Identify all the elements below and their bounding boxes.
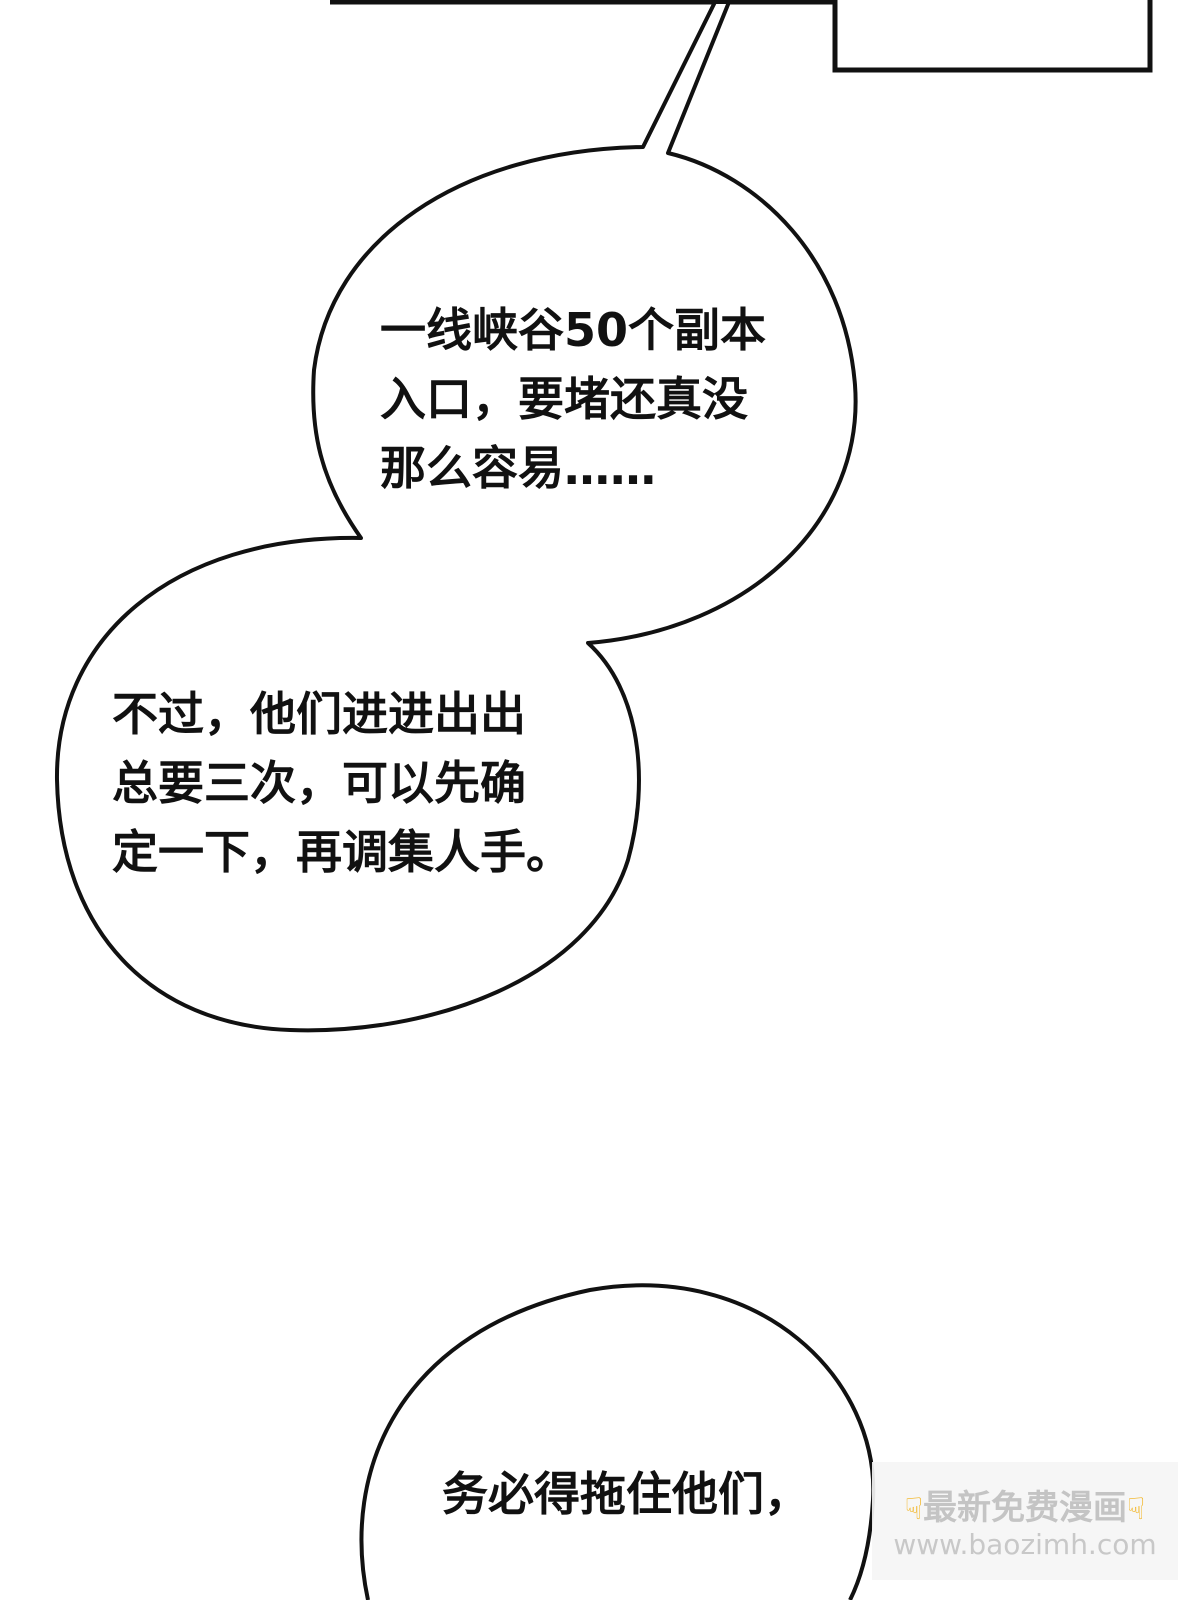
bubble-1-text: 一线峡谷50个副本 入口，要堵还真没 那么容易……	[380, 296, 766, 503]
bubble-2-line-3: 定一下，再调集人手。	[112, 825, 572, 879]
bubble-1-line-1: 一线峡谷50个副本	[380, 303, 767, 357]
bubble-2-line-1: 不过，他们进进出出	[112, 687, 526, 741]
pointing-hand-icon: ☟	[1127, 1492, 1146, 1527]
bubble-1-line-3: 那么容易……	[380, 441, 656, 495]
bubble-2-text: 不过，他们进进出出 总要三次，可以先确 定一下，再调集人手。	[112, 680, 572, 887]
pointing-hand-icon: ☟	[904, 1492, 923, 1527]
watermark-url: www.baozimh.com	[893, 1528, 1157, 1561]
watermark-title: 最新免费漫画	[923, 1488, 1127, 1528]
bubble-3-line-1: 务必得拖住他们，	[442, 1467, 810, 1521]
caption-box-outline	[832, 0, 1153, 73]
bubble-1-line-2: 入口，要堵还真没	[380, 372, 748, 426]
watermark-title-row: ☟最新免费漫画☟	[872, 1480, 1178, 1529]
site-watermark: ☟最新免费漫画☟ www.baozimh.com	[872, 1462, 1178, 1580]
speech-bubble-3-outline	[359, 1283, 876, 1600]
bubble-2-line-2: 总要三次，可以先确	[112, 756, 526, 810]
speech-bubble-outline	[54, 0, 858, 1033]
bubble-3-text: 务必得拖住他们，	[442, 1460, 810, 1529]
